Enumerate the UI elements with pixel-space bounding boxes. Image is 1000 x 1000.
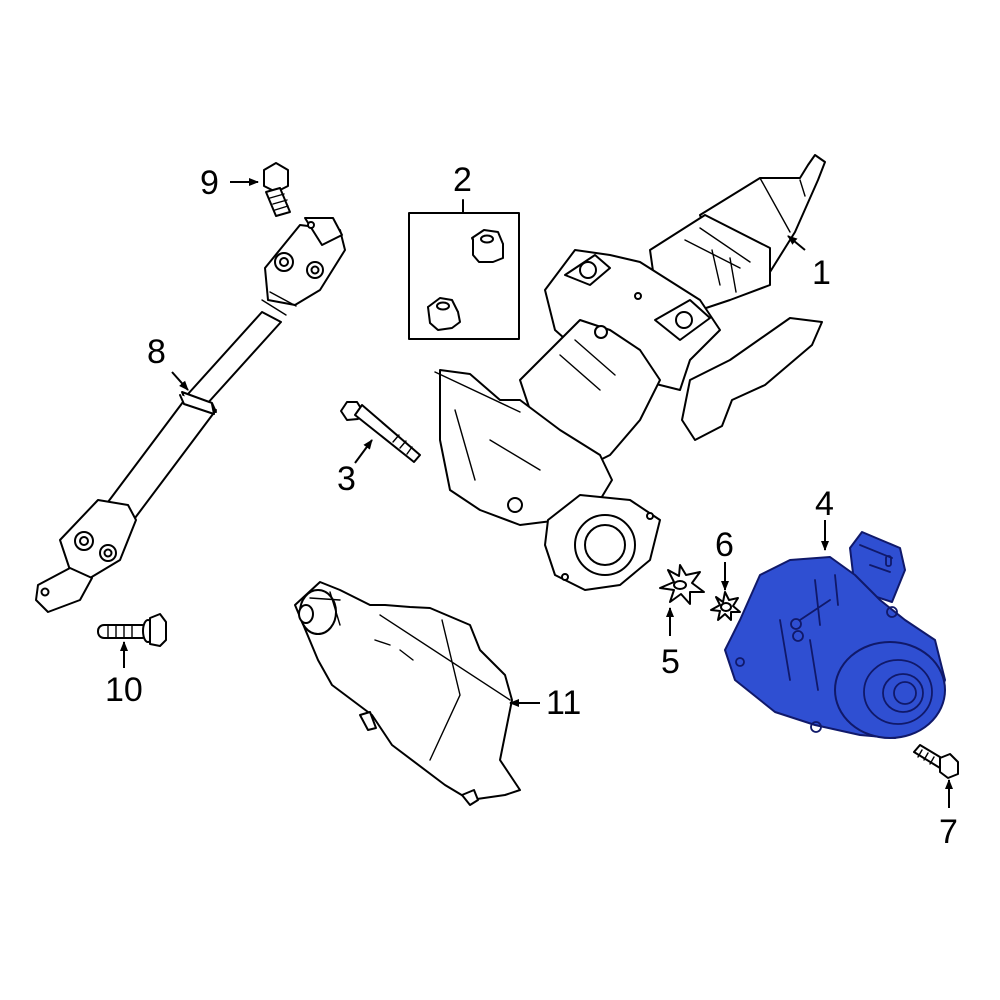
column-shield-part[interactable]	[294, 581, 521, 806]
coupler-large-part[interactable]	[659, 564, 705, 605]
callout-1: 1	[812, 254, 831, 292]
callout-10: 10	[105, 671, 143, 709]
callout-2: 2	[453, 161, 472, 199]
callout-9: 9	[200, 164, 219, 202]
coupler-small-part[interactable]	[710, 591, 741, 621]
callout-11: 11	[546, 684, 582, 722]
steering-column-part[interactable]	[434, 154, 826, 591]
callout-leaders	[120, 178, 953, 808]
long-bolt-part[interactable]	[340, 401, 421, 463]
motor-bolt-part[interactable]	[913, 744, 959, 779]
callout-5: 5	[661, 643, 680, 681]
callout-4: 4	[815, 485, 834, 523]
lower-shaft-bolt-part[interactable]	[97, 613, 167, 647]
callout-6: 6	[715, 526, 734, 564]
upper-shaft-bolt-part[interactable]	[263, 162, 291, 217]
assist-motor-part[interactable]	[724, 531, 946, 739]
callout-7: 7	[939, 813, 958, 851]
callout-8: 8	[147, 333, 166, 371]
intermediate-shaft-part[interactable]	[35, 217, 346, 613]
nut-kit-part[interactable]	[408, 199, 520, 340]
callout-3: 3	[337, 460, 356, 498]
